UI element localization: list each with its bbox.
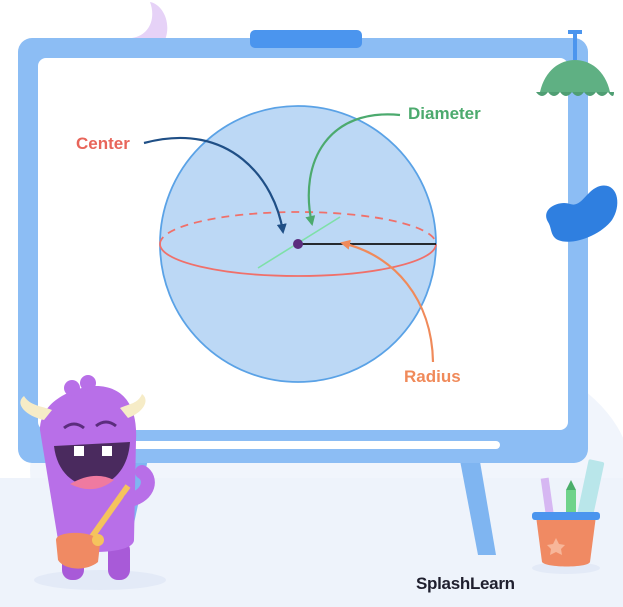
center-label: Center bbox=[76, 134, 130, 153]
blue-blob-icon bbox=[546, 185, 618, 242]
center-point bbox=[293, 239, 303, 249]
center-arrow bbox=[143, 136, 287, 234]
hanging-lamp-icon bbox=[536, 30, 614, 96]
diameter-label: Diameter bbox=[408, 104, 481, 123]
pencil-pot-icon bbox=[532, 459, 605, 574]
sphere bbox=[159, 105, 437, 383]
brand-logo-text: SplashLearn bbox=[416, 574, 515, 593]
purple-monster-icon bbox=[20, 375, 166, 590]
equator-back bbox=[159, 211, 437, 245]
diameter-arrow bbox=[305, 113, 401, 226]
equator-front bbox=[159, 243, 437, 277]
radius-label: Radius bbox=[404, 367, 461, 386]
radius-arrow bbox=[340, 239, 435, 363]
